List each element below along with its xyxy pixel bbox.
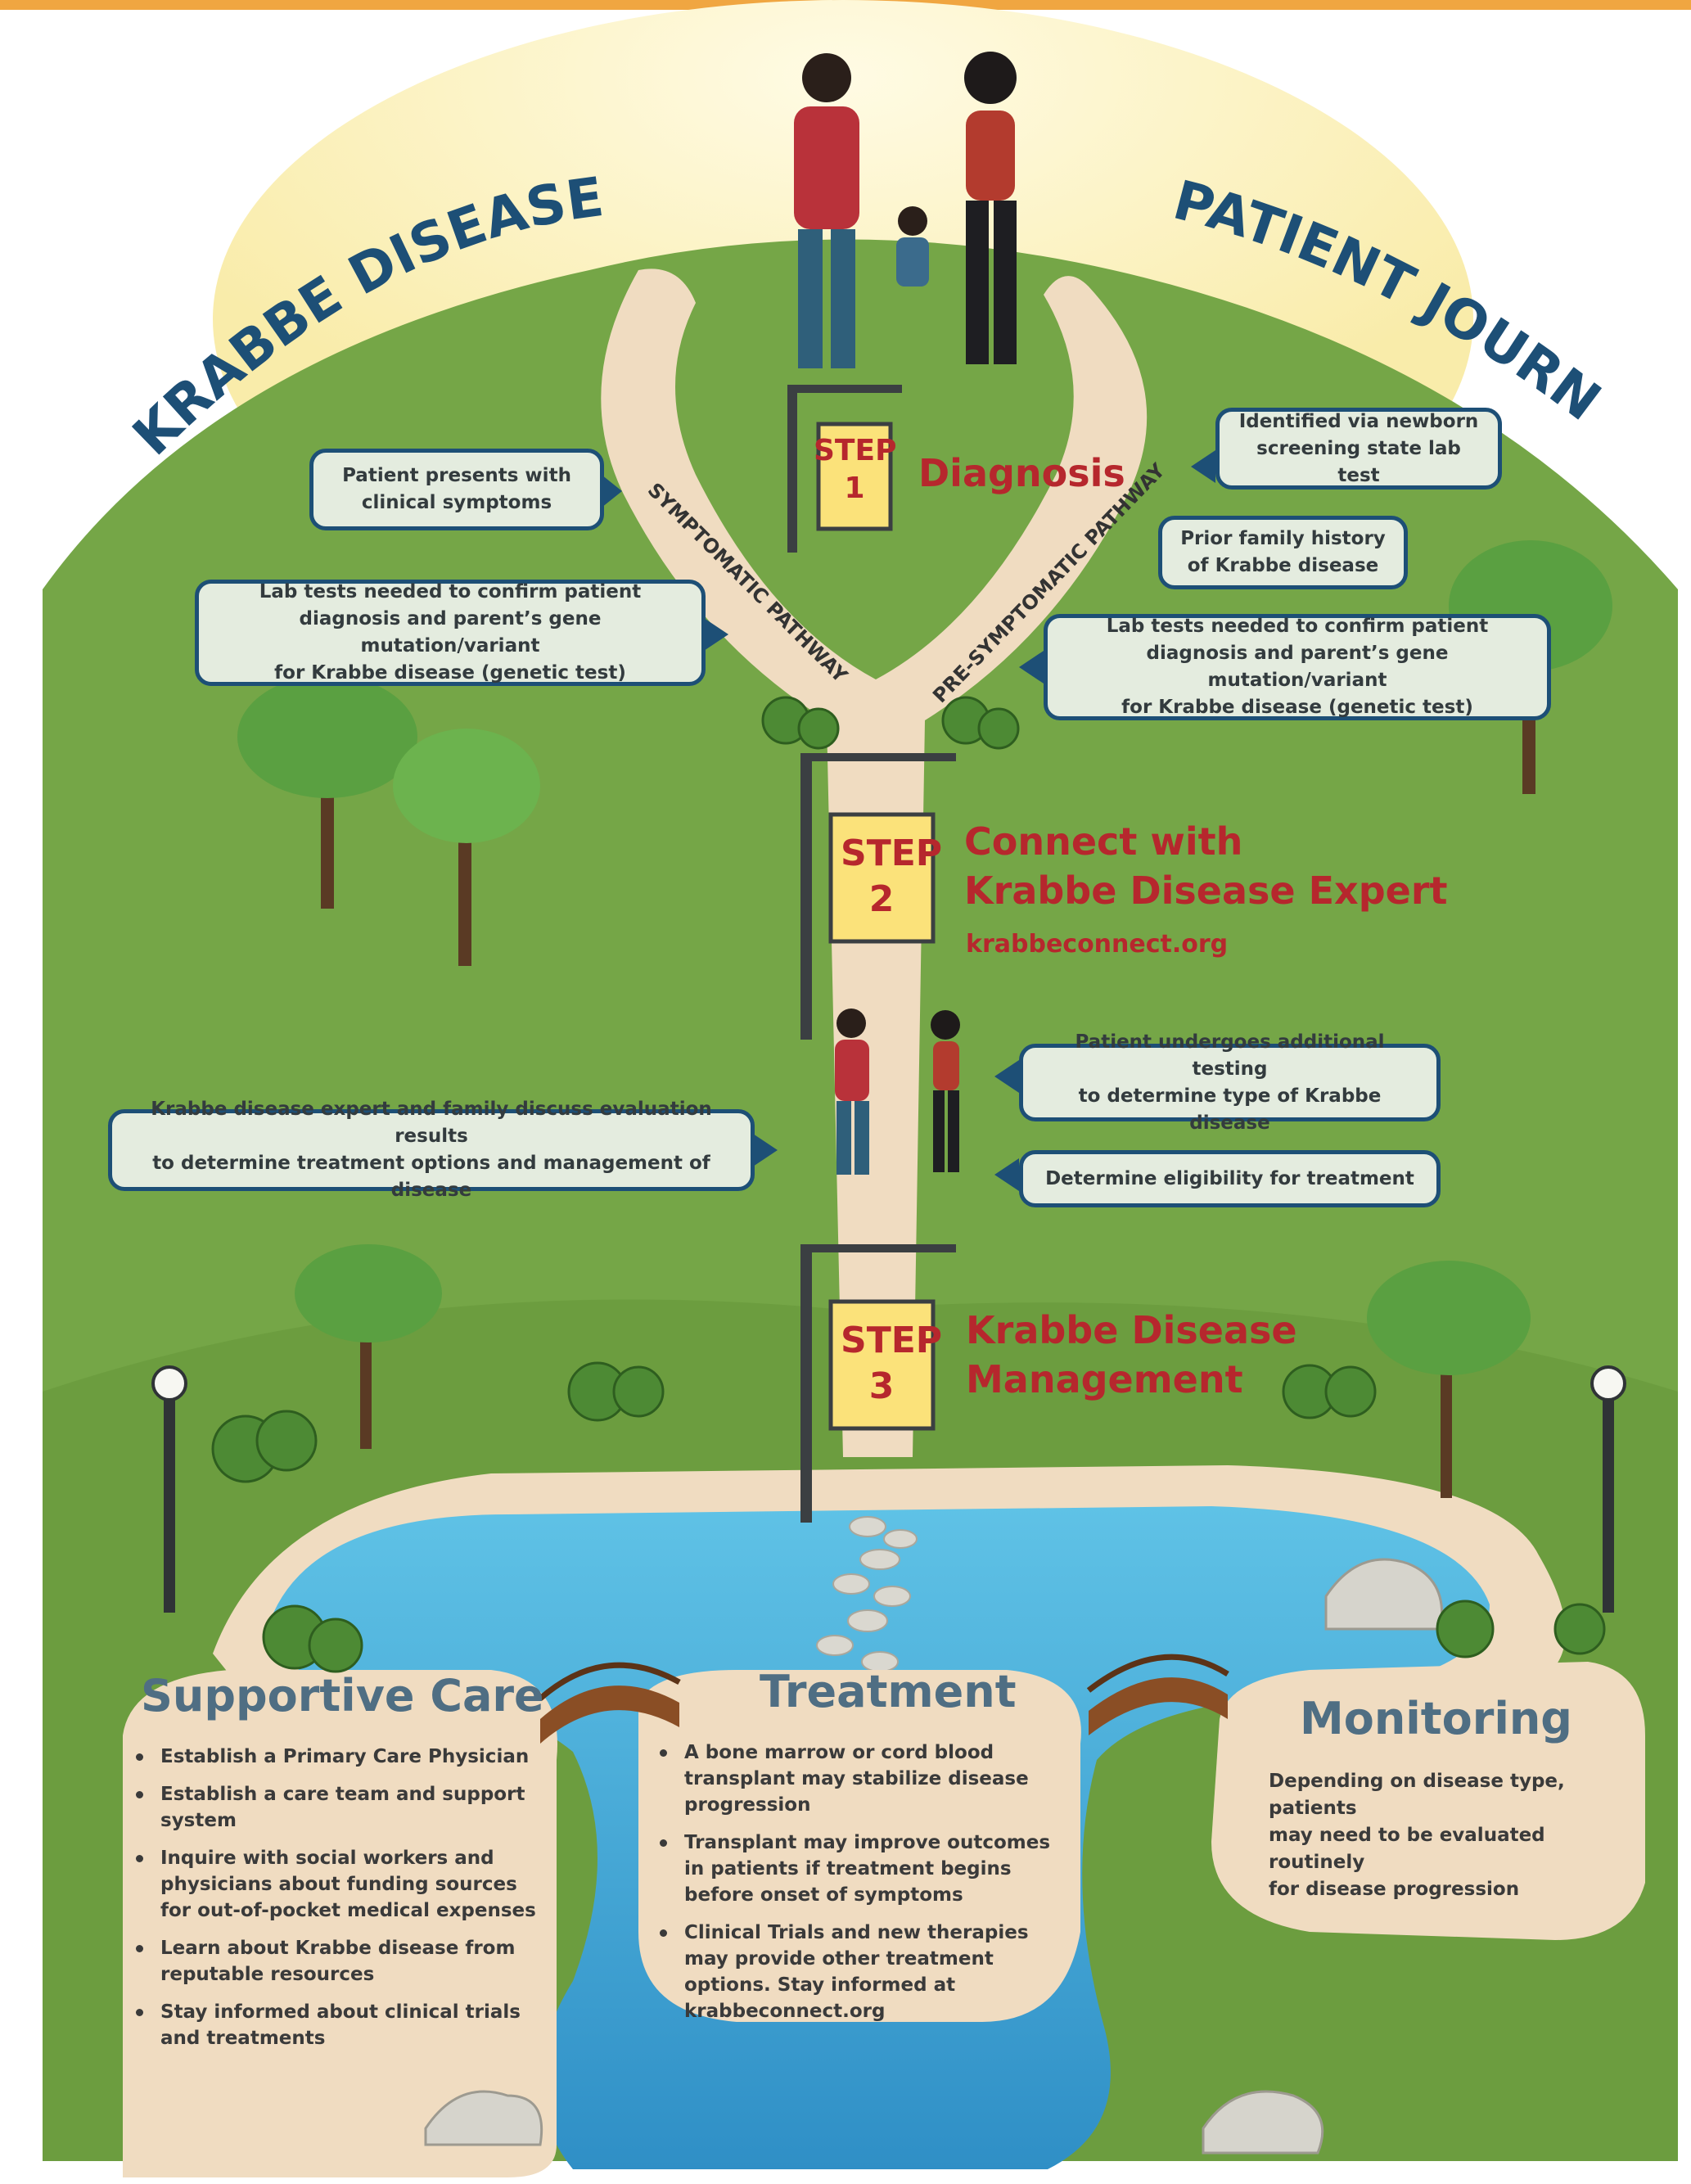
callout-expert-discuss: Krabbe disease expert and family discuss…: [108, 1099, 755, 1201]
list-item: Clinical Trials and new therapies may pr…: [655, 1920, 1064, 2024]
supportive-care-list: Establish a Primary Care Physician Estab…: [131, 1744, 540, 2063]
stepping-stones: [816, 1516, 918, 1672]
treatment-list: A bone marrow or cord blood transplant m…: [655, 1740, 1064, 2036]
signposts: [787, 385, 956, 1523]
list-item: Establish a Primary Care Physician: [131, 1744, 540, 1770]
step-2-url[interactable]: krabbeconnect.org: [966, 930, 1229, 959]
callout-lab-tests-right: Lab tests needed to confirm patient diag…: [1044, 614, 1551, 720]
callout-newborn-screening: Identified via newborn screening state l…: [1215, 408, 1502, 490]
family-figures-top: [794, 52, 1017, 368]
step-2-sign-number: 2: [868, 878, 895, 920]
step-2-title: Connect with Krabbe Disease Expert: [964, 819, 1448, 913]
family-figures-middle: [835, 1009, 960, 1175]
step-2-sign: STEP 2: [841, 831, 943, 923]
trees: [237, 540, 1612, 1498]
monitoring-panel: [1211, 1662, 1645, 1940]
treatment-heading: Treatment: [760, 1666, 1017, 1717]
step-3-title: Krabbe Disease Management: [966, 1308, 1297, 1401]
step-3-sign: STEP 3: [841, 1318, 943, 1410]
list-item: Transplant may improve outcomes in patie…: [655, 1830, 1064, 1908]
step-3-sign-word: STEP: [841, 1320, 943, 1361]
monitoring-heading: Monitoring: [1300, 1693, 1572, 1744]
monitoring-text: Depending on disease type, patients may …: [1269, 1771, 1565, 1900]
treatment-panel: [638, 1670, 1081, 2022]
callout-clinical-symptoms: Patient presents with clinical symptoms: [309, 449, 604, 530]
list-item: Inquire with social workers and physicia…: [131, 1845, 540, 1924]
step-1-sign: STEP 1: [814, 432, 897, 508]
callout-lab-tests-left: Lab tests needed to confirm patient diag…: [195, 580, 706, 686]
step-1-title: Diagnosis: [918, 451, 1125, 495]
bushes: [211, 696, 1606, 1673]
callout-eligibility: Determine eligibility for treatment: [1019, 1150, 1441, 1207]
step-2-sign-word: STEP: [841, 833, 943, 874]
step-1-sign-word: STEP: [814, 434, 897, 467]
callout-family-history: Prior family history of Krabbe disease: [1158, 516, 1408, 589]
list-item: Learn about Krabbe disease from reputabl…: [131, 1935, 540, 1988]
lamp-posts: [151, 1365, 1626, 1613]
rocks: [424, 1558, 1444, 2155]
callout-additional-testing: Patient undergoes additional testing to …: [1019, 1031, 1441, 1134]
step-1-sign-number: 1: [844, 472, 865, 505]
callout-pointers: [602, 450, 1215, 1191]
left-bridge: [538, 1662, 681, 1744]
right-bridge: [1086, 1654, 1229, 1735]
list-item: Stay informed about clinical trials and …: [131, 1999, 540, 2051]
list-item: Establish a care team and support system: [131, 1781, 540, 1834]
list-item: A bone marrow or cord blood transplant m…: [655, 1740, 1064, 1818]
step-3-sign-number: 3: [868, 1365, 895, 1407]
supportive-care-heading: Supportive Care: [141, 1670, 544, 1721]
supportive-care-panel: [123, 1670, 557, 2177]
